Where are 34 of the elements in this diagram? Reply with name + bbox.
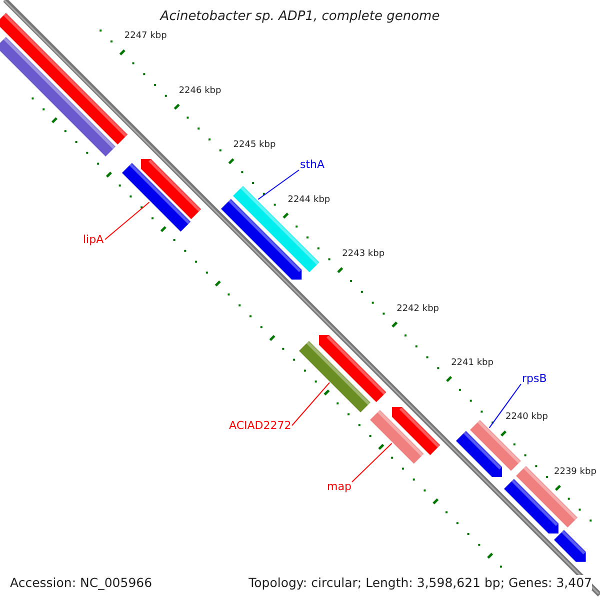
gene-feature xyxy=(122,163,190,232)
gene-label: sthA xyxy=(300,158,325,171)
tick-label: 2240 kbp xyxy=(506,412,548,422)
tick-label: 2239 kbp xyxy=(554,466,596,477)
footer-text: Accession: NC_005966 xyxy=(10,575,152,590)
gene-label: lipA xyxy=(83,233,104,246)
gene-feature xyxy=(470,420,522,471)
gene-feature xyxy=(504,478,558,534)
gene-label: ACIAD2272 xyxy=(229,419,292,432)
leader-line xyxy=(488,384,522,428)
leader-line xyxy=(258,170,300,200)
tick-label: 2244 kbp xyxy=(288,194,330,205)
leader-line xyxy=(292,382,330,426)
tick-label: 2247 kbp xyxy=(124,31,167,42)
tick-label: 2243 kbp xyxy=(342,249,385,260)
leader-line xyxy=(352,442,392,482)
tick-label: 2246 kbp xyxy=(178,86,222,96)
footer-text: Topology: circular; Length: 3,598,621 bp; Genes: 3,407 xyxy=(248,575,592,590)
gene-feature xyxy=(392,406,440,455)
gene-feature xyxy=(516,466,578,528)
leader-line xyxy=(104,202,150,240)
gene-feature xyxy=(456,431,502,478)
gene-label: rpsB xyxy=(522,372,547,385)
tick-label: 2242 kbp xyxy=(396,304,440,314)
gene-feature xyxy=(299,340,371,412)
gene-feature xyxy=(318,335,386,402)
gene-feature xyxy=(554,530,586,562)
tick-label: 2241 kbp xyxy=(451,358,494,368)
gene-feature xyxy=(141,159,202,220)
gene-feature xyxy=(0,37,116,157)
map-title: Acinetobacter sp. ADP1, complete genome xyxy=(160,9,440,24)
gene-feature xyxy=(370,410,424,464)
tick-label: 2245 kbp xyxy=(233,140,276,150)
gene-label: map xyxy=(327,480,352,493)
